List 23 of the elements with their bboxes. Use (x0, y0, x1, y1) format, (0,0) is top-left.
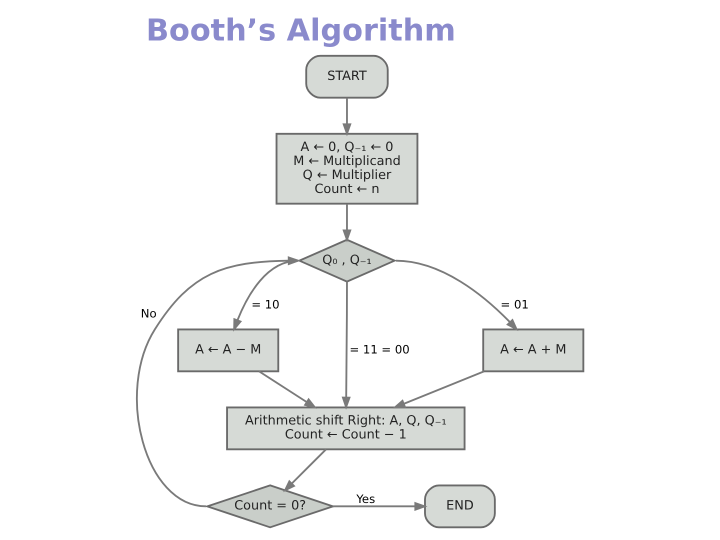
edge-label: = 01 (500, 297, 529, 312)
edge-label: Yes (356, 492, 376, 506)
arrow (258, 370, 318, 409)
arrow (392, 370, 484, 408)
node-box: A ← A + M (482, 328, 584, 372)
arrow (342, 98, 352, 136)
arrow (136, 256, 301, 508)
node-box: Arithmetic shift Right: A, Q, Q₋₁ Count ← Count − 1 (226, 406, 466, 450)
node-box: A ← 0, Q₋₁ ← 0 M ← Multiplicand Q ← Multiplier Count ← n (276, 132, 418, 205)
node-box: A ← A − M (177, 328, 280, 372)
diagram-title: Booth’s Algorithm (146, 13, 456, 48)
arrow (342, 204, 352, 243)
arrow (332, 502, 428, 511)
node-diamond: Count = 0? (204, 484, 336, 528)
arrow (396, 260, 518, 332)
node-diamond: Q₀ , Q₋₁ (297, 238, 397, 283)
edge-label: = 10 (251, 297, 280, 312)
edge-label: No (140, 306, 157, 321)
edge-label: = 11 = 00 (350, 342, 410, 356)
node-box: END (424, 484, 496, 528)
node-box: START (305, 54, 389, 99)
arrow (342, 282, 351, 410)
arrow (283, 448, 327, 492)
